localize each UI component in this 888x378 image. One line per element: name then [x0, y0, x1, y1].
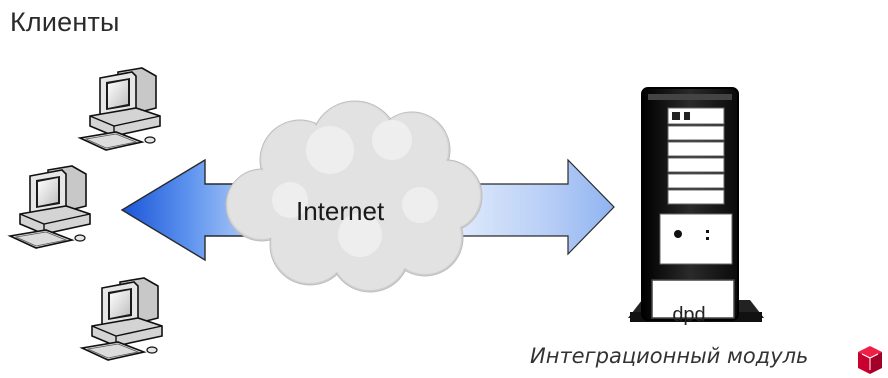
integration-module-caption: Интеграционный модуль [530, 344, 809, 368]
client-computer-2 [9, 165, 91, 249]
cloud-icon [225, 100, 483, 293]
client-computer-1 [79, 67, 161, 151]
clients-title: Клиенты [10, 7, 120, 37]
desktop-computer-icon [79, 67, 161, 151]
client-computer-3 [81, 277, 163, 361]
desktop-computer-icon [9, 165, 91, 249]
internet-label: Internet [296, 196, 385, 226]
desktop-computer-icon [81, 277, 163, 361]
arrow-to-server [449, 158, 615, 256]
server-tower-icon [628, 87, 764, 322]
server-brand-label: dpd [672, 304, 706, 326]
dpd-cube-logo-icon [858, 346, 882, 374]
